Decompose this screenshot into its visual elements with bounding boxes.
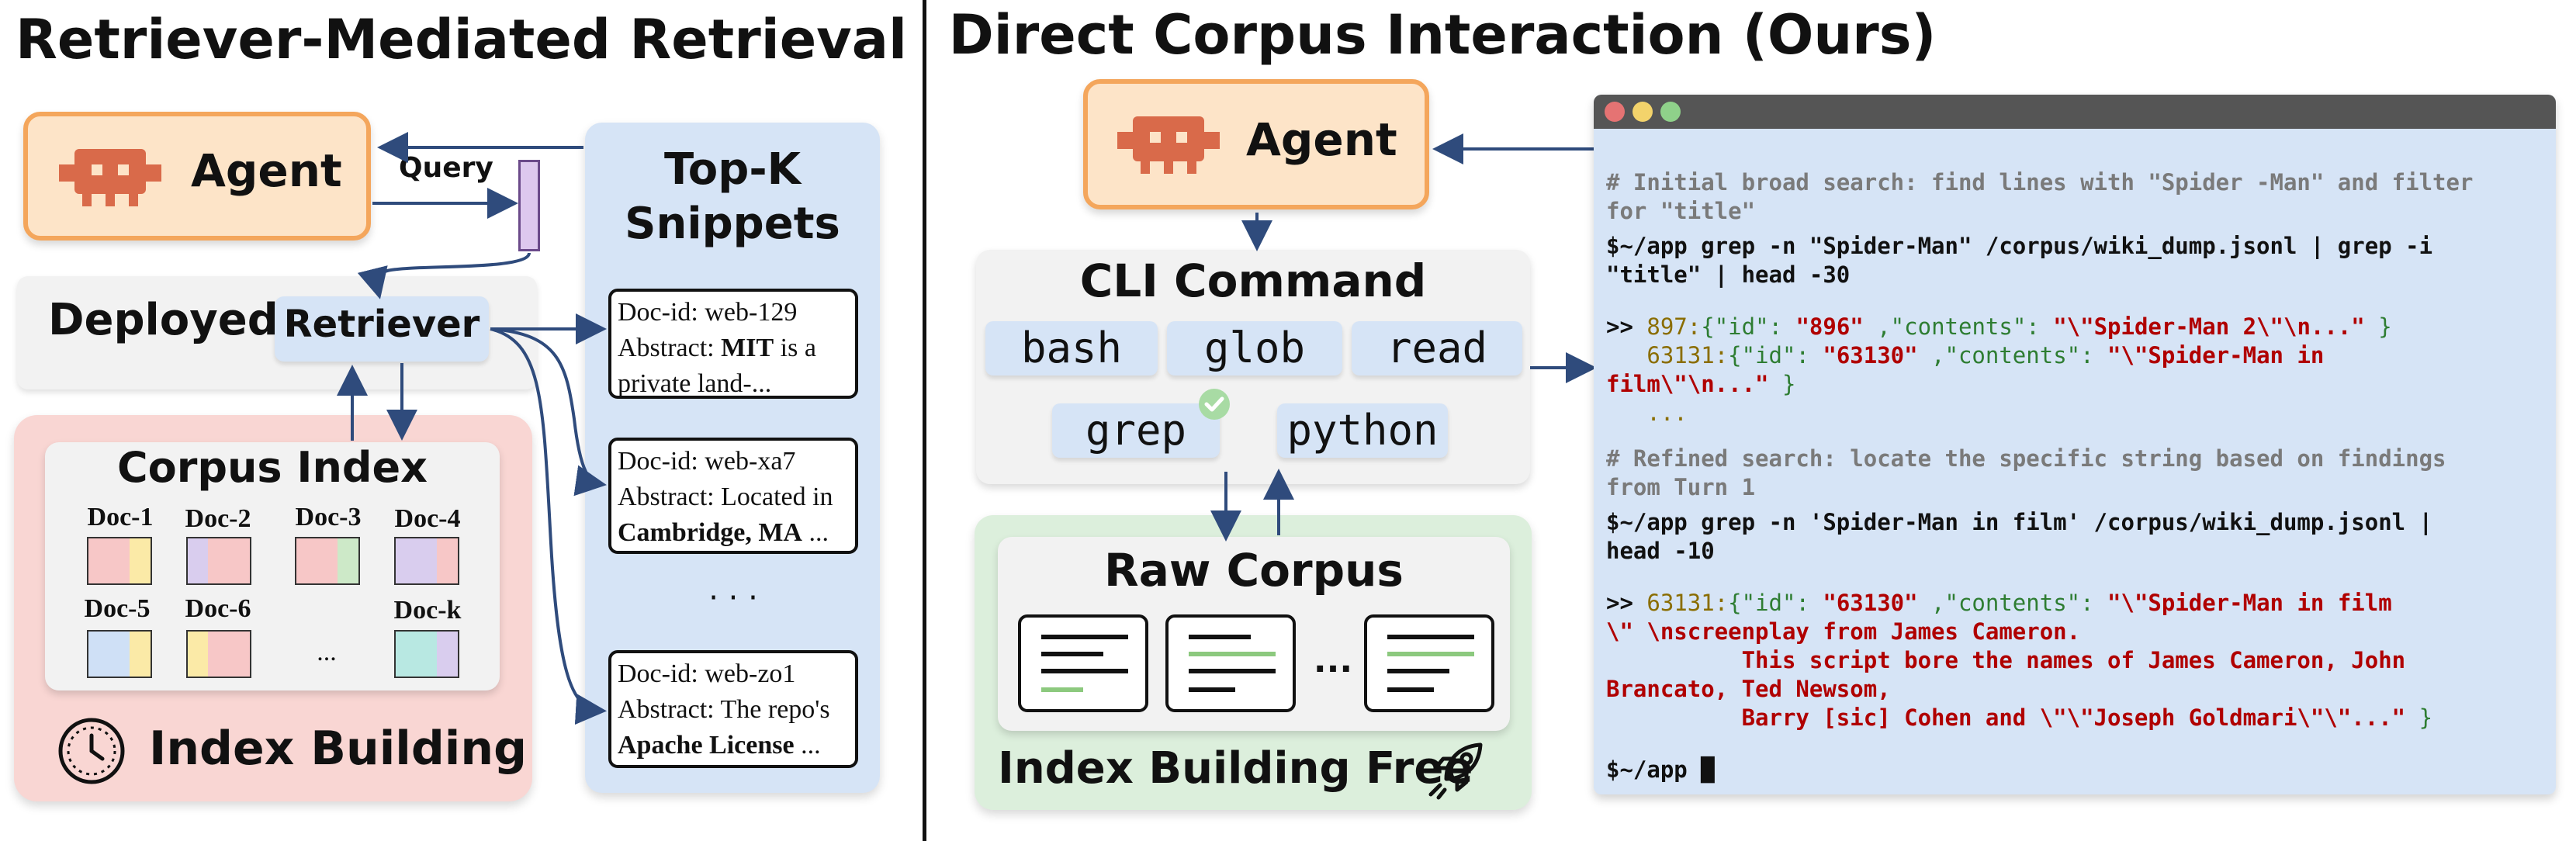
snippet-id: Doc-id: web-129 — [618, 298, 798, 327]
left-title: Retriever-Mediated Retrieval — [15, 8, 908, 71]
cli-command-title: CLI Command — [1079, 254, 1427, 307]
left-arrows — [337, 132, 607, 725]
query-label: Query — [399, 152, 493, 184]
doc-label: Doc-6 — [185, 594, 251, 623]
snippet-ellipsis: · · · — [708, 580, 758, 616]
doc-block — [394, 630, 459, 678]
close-dot-icon[interactable] — [1605, 102, 1625, 122]
document-ellipsis: ... — [1313, 641, 1353, 680]
document-icon — [1165, 614, 1296, 712]
doc-label: Doc-2 — [185, 504, 251, 533]
terminal-comment: # Refined search: locate the specific st… — [1606, 445, 2446, 500]
document-icon — [1364, 614, 1494, 712]
terminal-comment: # Initial broad search: find lines with … — [1606, 169, 2474, 224]
deployed-label: Deployed — [48, 295, 279, 345]
doc-label: Doc-1 — [87, 503, 154, 531]
terminal-command: $~/app grep -n "Spider-Man" /corpus/wiki… — [1606, 233, 2433, 288]
terminal-result-line: >> 63131:{"id": "63130" ,"contents": "\"… — [1606, 590, 2433, 731]
command-pill-read: read — [1352, 321, 1522, 376]
document-icon — [1018, 614, 1148, 712]
query-box — [518, 160, 540, 251]
command-pill-bash: bash — [985, 321, 1158, 376]
retriever-label: Retriever — [283, 303, 480, 346]
doc-block — [186, 630, 251, 678]
doc-block — [87, 537, 152, 585]
maximize-dot-icon[interactable] — [1660, 102, 1681, 122]
terminal-prompt[interactable]: $~/app █ — [1606, 756, 1715, 783]
doc-block — [87, 630, 152, 678]
right-agent-label: Agent — [1246, 113, 1397, 166]
snippet-abstract: Abstract: The repo's Apache License ... — [618, 695, 830, 760]
corpus-index-title: Corpus Index — [116, 443, 428, 492]
terminal-window: # Initial broad search: find lines with … — [1594, 95, 2556, 794]
section-divider — [923, 0, 926, 841]
snippet-card: Doc-id: web-zo1 Abstract: The repo's Apa… — [608, 650, 858, 768]
index-building-free-label: Index Building Free — [998, 743, 1473, 794]
snippet-card: Doc-id: web-129 Abstract: MIT is a priva… — [608, 289, 858, 399]
snippet-abstract: Abstract: Located in Cambridge, MA ... — [618, 483, 833, 547]
check-icon — [1199, 389, 1230, 420]
snippet-abstract: Abstract: MIT is a private land-... — [618, 334, 816, 398]
snippet-id: Doc-id: web-zo1 — [618, 659, 796, 688]
terminal-content: # Initial broad search: find lines with … — [1606, 140, 2545, 794]
doc-label: Doc-4 — [394, 504, 461, 533]
doc-block — [295, 537, 360, 585]
doc-label: Doc-5 — [84, 594, 151, 623]
retriever-box — [275, 296, 489, 362]
index-building-label: Index Building — [149, 722, 528, 776]
raw-corpus-title: Raw Corpus — [1104, 544, 1404, 597]
doc-block — [186, 537, 251, 585]
terminal-result-ellipsis: ... — [1606, 400, 1688, 426]
clock-icon — [58, 718, 125, 784]
terminal-titlebar — [1594, 95, 2556, 129]
terminal-result-line: 63131:{"id": "63130" ,"contents": "\"Spi… — [1606, 342, 2325, 397]
doc-ellipsis: ... — [317, 638, 337, 666]
command-pill-grep: grep — [1052, 403, 1220, 458]
command-pill-glob: glob — [1167, 321, 1342, 376]
snippet-card: Doc-id: web-xa7 Abstract: Located in Cam… — [608, 438, 858, 554]
robot-icon — [59, 149, 161, 206]
minimize-dot-icon[interactable] — [1633, 102, 1653, 122]
snippet-id: Doc-id: web-xa7 — [618, 447, 796, 476]
doc-label: Doc-k — [393, 596, 462, 625]
left-agent-label: Agent — [191, 144, 342, 197]
terminal-command: $~/app grep -n 'Spider-Man in film' /cor… — [1606, 509, 2433, 564]
terminal-cursor: █ — [1701, 756, 1715, 783]
robot-icon — [1117, 116, 1220, 174]
rocket-icon — [1428, 742, 1483, 800]
topk-title-line1: Top-K — [664, 144, 801, 195]
right-title: Direct Corpus Interaction (Ours) — [948, 3, 1937, 67]
right-arrows — [1210, 133, 1597, 542]
terminal-result-line: >> 897:{"id": "896" ,"contents": "\"Spid… — [1606, 313, 2392, 340]
topk-title-line2: Snippets — [625, 199, 840, 249]
doc-block — [394, 537, 459, 585]
doc-label: Doc-3 — [295, 503, 362, 531]
command-pill-python: python — [1277, 403, 1448, 458]
